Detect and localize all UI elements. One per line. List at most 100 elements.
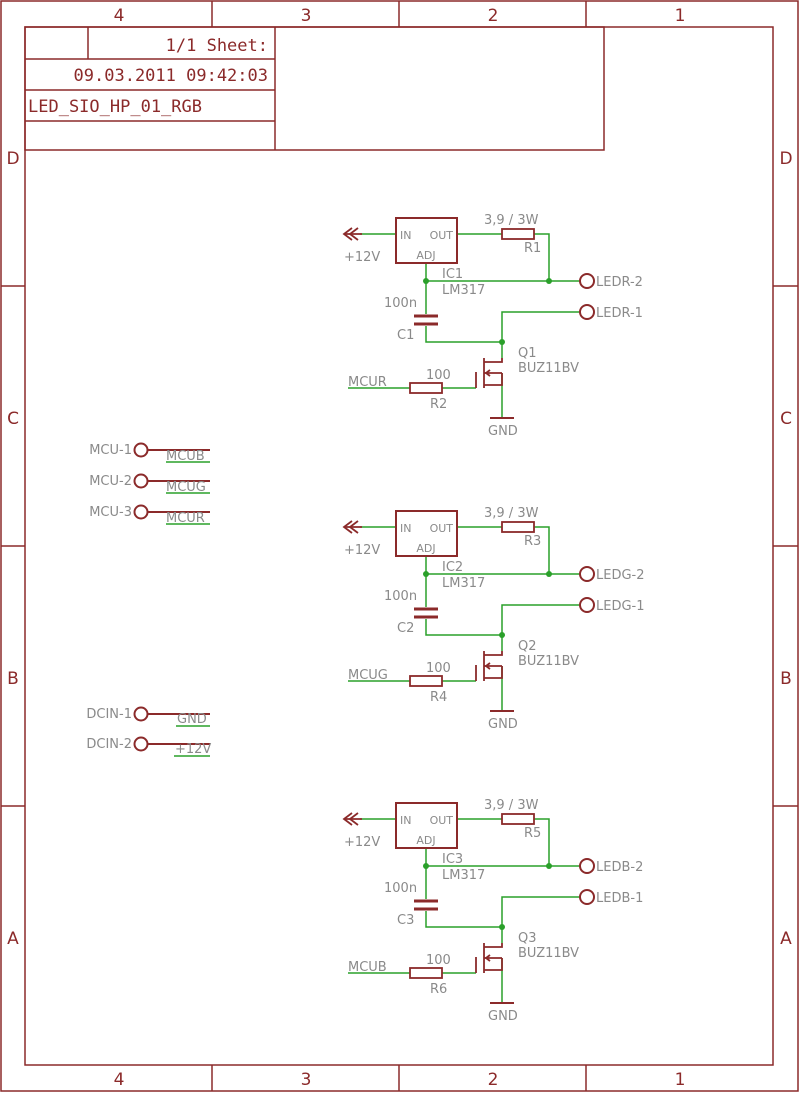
mcu-connector: MCU-1 MCUB MCU-2 MCUG MCU-3 MCUR bbox=[89, 442, 210, 526]
reg-name: IC2 bbox=[442, 560, 463, 575]
cap-name: C2 bbox=[397, 621, 414, 636]
cap-value: 100n bbox=[384, 881, 417, 896]
junctions bbox=[423, 863, 552, 930]
gnd-label: GND bbox=[488, 1009, 518, 1024]
led-minus-label: LEDR-1 bbox=[596, 306, 643, 321]
supply-arrow-12v bbox=[342, 520, 362, 534]
rgate-value: 100 bbox=[426, 661, 451, 676]
row-label-left-2: C bbox=[7, 409, 19, 429]
junction-dot bbox=[423, 863, 429, 869]
junctions bbox=[423, 571, 552, 638]
rsense-value: 3,9 / 3W bbox=[484, 506, 539, 521]
resistor-rsense[interactable] bbox=[501, 813, 535, 825]
led-minus-pad[interactable] bbox=[579, 889, 595, 905]
reg-adj-pin: ADJ bbox=[416, 542, 435, 555]
frame-labels: 4 3 2 1 4 3 2 1 D C B A D C B A bbox=[6, 6, 792, 1090]
led-plus-pad[interactable] bbox=[579, 858, 595, 874]
resistor-gate[interactable] bbox=[409, 967, 443, 979]
junction-dot bbox=[423, 278, 429, 284]
gnd-label: GND bbox=[488, 424, 518, 439]
fet-value: BUZ11BV bbox=[518, 654, 579, 669]
led-plus-label: LEDR-2 bbox=[596, 275, 643, 290]
col-label-top-2: 3 bbox=[301, 6, 312, 26]
rgate-name: R4 bbox=[430, 690, 447, 705]
cap-name: C3 bbox=[397, 913, 414, 928]
row-label-right-3: B bbox=[780, 669, 792, 689]
fet-value: BUZ11BV bbox=[518, 361, 579, 376]
junction-dot bbox=[546, 278, 552, 284]
rgate-name: R6 bbox=[430, 982, 447, 997]
wires bbox=[348, 233, 580, 418]
reg-value: LM317 bbox=[442, 283, 485, 298]
col-label-bottom-4: 1 bbox=[675, 1070, 686, 1090]
pin-circle[interactable] bbox=[133, 706, 149, 722]
regulator-ic2[interactable]: IN OUT ADJ bbox=[395, 510, 458, 557]
col-label-bottom-2: 3 bbox=[301, 1070, 312, 1090]
net-label: MCUG bbox=[166, 480, 206, 495]
channel-blue: +12V IN OUT ADJ IC3 LM317 3,9 / 3W R5 10… bbox=[342, 798, 643, 1024]
col-label-bottom-3: 2 bbox=[488, 1070, 499, 1090]
pin-circle[interactable] bbox=[133, 442, 149, 458]
led-minus-label: LEDB-1 bbox=[596, 891, 643, 906]
reg-in-pin: IN bbox=[400, 522, 411, 535]
connector-pin-mcu-3: MCU-3 MCUR bbox=[89, 504, 210, 526]
supply-label: +12V bbox=[344, 250, 380, 265]
led-plus-pad[interactable] bbox=[579, 273, 595, 289]
resistor-gate[interactable] bbox=[409, 382, 443, 394]
connector-pin-dcin-2: DCIN-2 +12V bbox=[86, 736, 211, 757]
rgate-value: 100 bbox=[426, 368, 451, 383]
cap-name: C1 bbox=[397, 328, 414, 343]
junction-dot bbox=[499, 339, 505, 345]
pin-circle[interactable] bbox=[133, 736, 149, 752]
channel-red: +12V IN OUT ADJ IC1 LM317 3,9 / 3W R1 10… bbox=[342, 213, 643, 439]
pin-label: DCIN-1 bbox=[86, 707, 132, 722]
led-plus-label: LEDB-2 bbox=[596, 860, 643, 875]
cap-value: 100n bbox=[384, 589, 417, 604]
connector-pin-mcu-2: MCU-2 MCUG bbox=[89, 473, 210, 495]
mosfet-symbol[interactable] bbox=[475, 943, 503, 973]
reg-name: IC1 bbox=[442, 267, 463, 282]
col-label-top-3: 2 bbox=[488, 6, 499, 26]
channel-green: +12V IN OUT ADJ IC2 LM317 3,9 / 3W R3 10… bbox=[342, 506, 645, 732]
rgate-name: R2 bbox=[430, 397, 447, 412]
row-label-left-3: B bbox=[7, 669, 19, 689]
regulator-ic3[interactable]: IN OUT ADJ bbox=[395, 802, 458, 849]
capacitor[interactable] bbox=[414, 607, 438, 619]
led-minus-pad[interactable] bbox=[579, 597, 595, 613]
gnd-label: GND bbox=[488, 717, 518, 732]
fet-value: BUZ11BV bbox=[518, 946, 579, 961]
resistor-gate[interactable] bbox=[409, 675, 443, 687]
gate-net-label: MCUB bbox=[348, 960, 387, 975]
reg-in-pin: IN bbox=[400, 229, 411, 242]
supply-arrow-12v bbox=[342, 227, 362, 241]
fet-name: Q2 bbox=[518, 639, 537, 654]
net-label: MCUB bbox=[166, 449, 205, 464]
col-label-top-1: 4 bbox=[114, 6, 125, 26]
row-label-right-4: A bbox=[780, 929, 792, 949]
resistor-rsense[interactable] bbox=[501, 521, 535, 533]
rsense-name: R3 bbox=[524, 534, 541, 549]
capacitor[interactable] bbox=[414, 899, 438, 911]
led-plus-pad[interactable] bbox=[579, 566, 595, 582]
net-label: +12V bbox=[175, 742, 211, 757]
led-plus-label: LEDG-2 bbox=[596, 568, 645, 583]
mosfet-symbol[interactable] bbox=[475, 358, 503, 388]
resistor-rsense[interactable] bbox=[501, 228, 535, 240]
pin-label: DCIN-2 bbox=[86, 737, 132, 752]
gate-net-label: MCUR bbox=[348, 375, 387, 390]
fet-name: Q1 bbox=[518, 346, 537, 361]
supply-label: +12V bbox=[344, 835, 380, 850]
rsense-value: 3,9 / 3W bbox=[484, 798, 539, 813]
reg-name: IC3 bbox=[442, 852, 463, 867]
capacitor[interactable] bbox=[414, 314, 438, 326]
pin-circle[interactable] bbox=[133, 473, 149, 489]
mosfet-symbol[interactable] bbox=[475, 651, 503, 681]
net-label: MCUR bbox=[166, 511, 205, 526]
sheet-label: 1/1 Sheet: bbox=[166, 36, 268, 56]
led-minus-pad[interactable] bbox=[579, 304, 595, 320]
regulator-ic1[interactable]: IN OUT ADJ bbox=[395, 217, 458, 264]
pin-circle[interactable] bbox=[133, 504, 149, 520]
gate-net-label: MCUG bbox=[348, 668, 388, 683]
junction-dot bbox=[499, 924, 505, 930]
rsense-name: R5 bbox=[524, 826, 541, 841]
